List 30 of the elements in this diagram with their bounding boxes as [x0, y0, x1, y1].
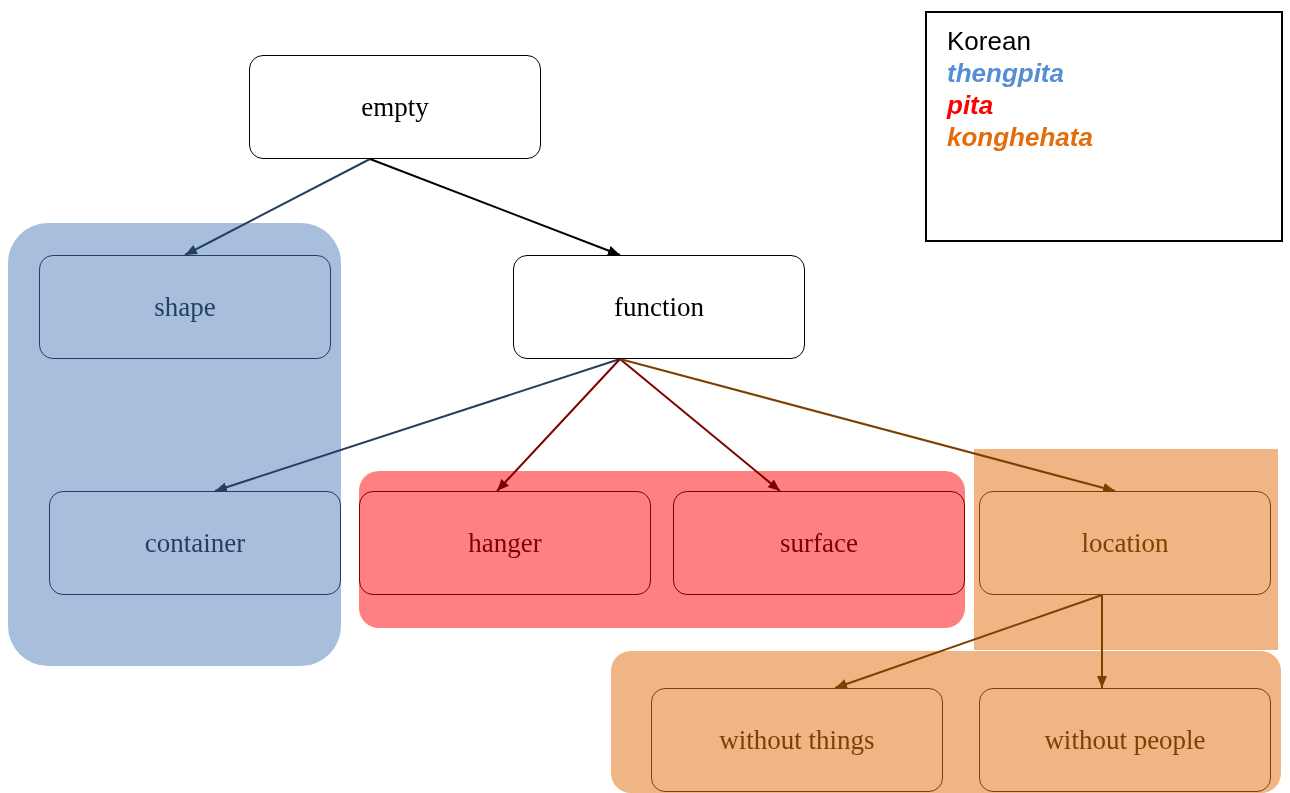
arrow: [834, 594, 1103, 689]
process-box: [513, 255, 805, 359]
process-box: [673, 491, 965, 595]
process-box: [49, 491, 341, 595]
arrow: [1097, 594, 1107, 689]
process-box: [651, 688, 943, 792]
process-box: [979, 491, 1271, 595]
node-label: shape: [154, 291, 216, 323]
node-label: without people: [1044, 724, 1206, 756]
process-box: [979, 688, 1271, 792]
node-label: empty: [361, 91, 429, 123]
arrow: [619, 358, 781, 492]
arrow: [619, 358, 1116, 493]
arrow: [184, 158, 371, 256]
node-label: location: [1081, 527, 1169, 559]
process-box: [359, 491, 651, 595]
node-label: surface: [780, 527, 858, 559]
node-label: hanger: [468, 527, 542, 559]
legend-entry: konghehata: [947, 121, 1093, 153]
arrow: [369, 158, 621, 256]
node-label: container: [144, 527, 246, 559]
legend-title: Korean: [947, 25, 1031, 57]
node-label: function: [614, 291, 704, 323]
node-label: without things: [719, 724, 875, 756]
legend-entry: thengpita: [947, 57, 1064, 89]
legend-entry: pita: [947, 89, 994, 121]
arrow: [496, 358, 621, 492]
arrow: [214, 358, 621, 493]
process-box: [39, 255, 331, 359]
process-box: [249, 55, 541, 159]
